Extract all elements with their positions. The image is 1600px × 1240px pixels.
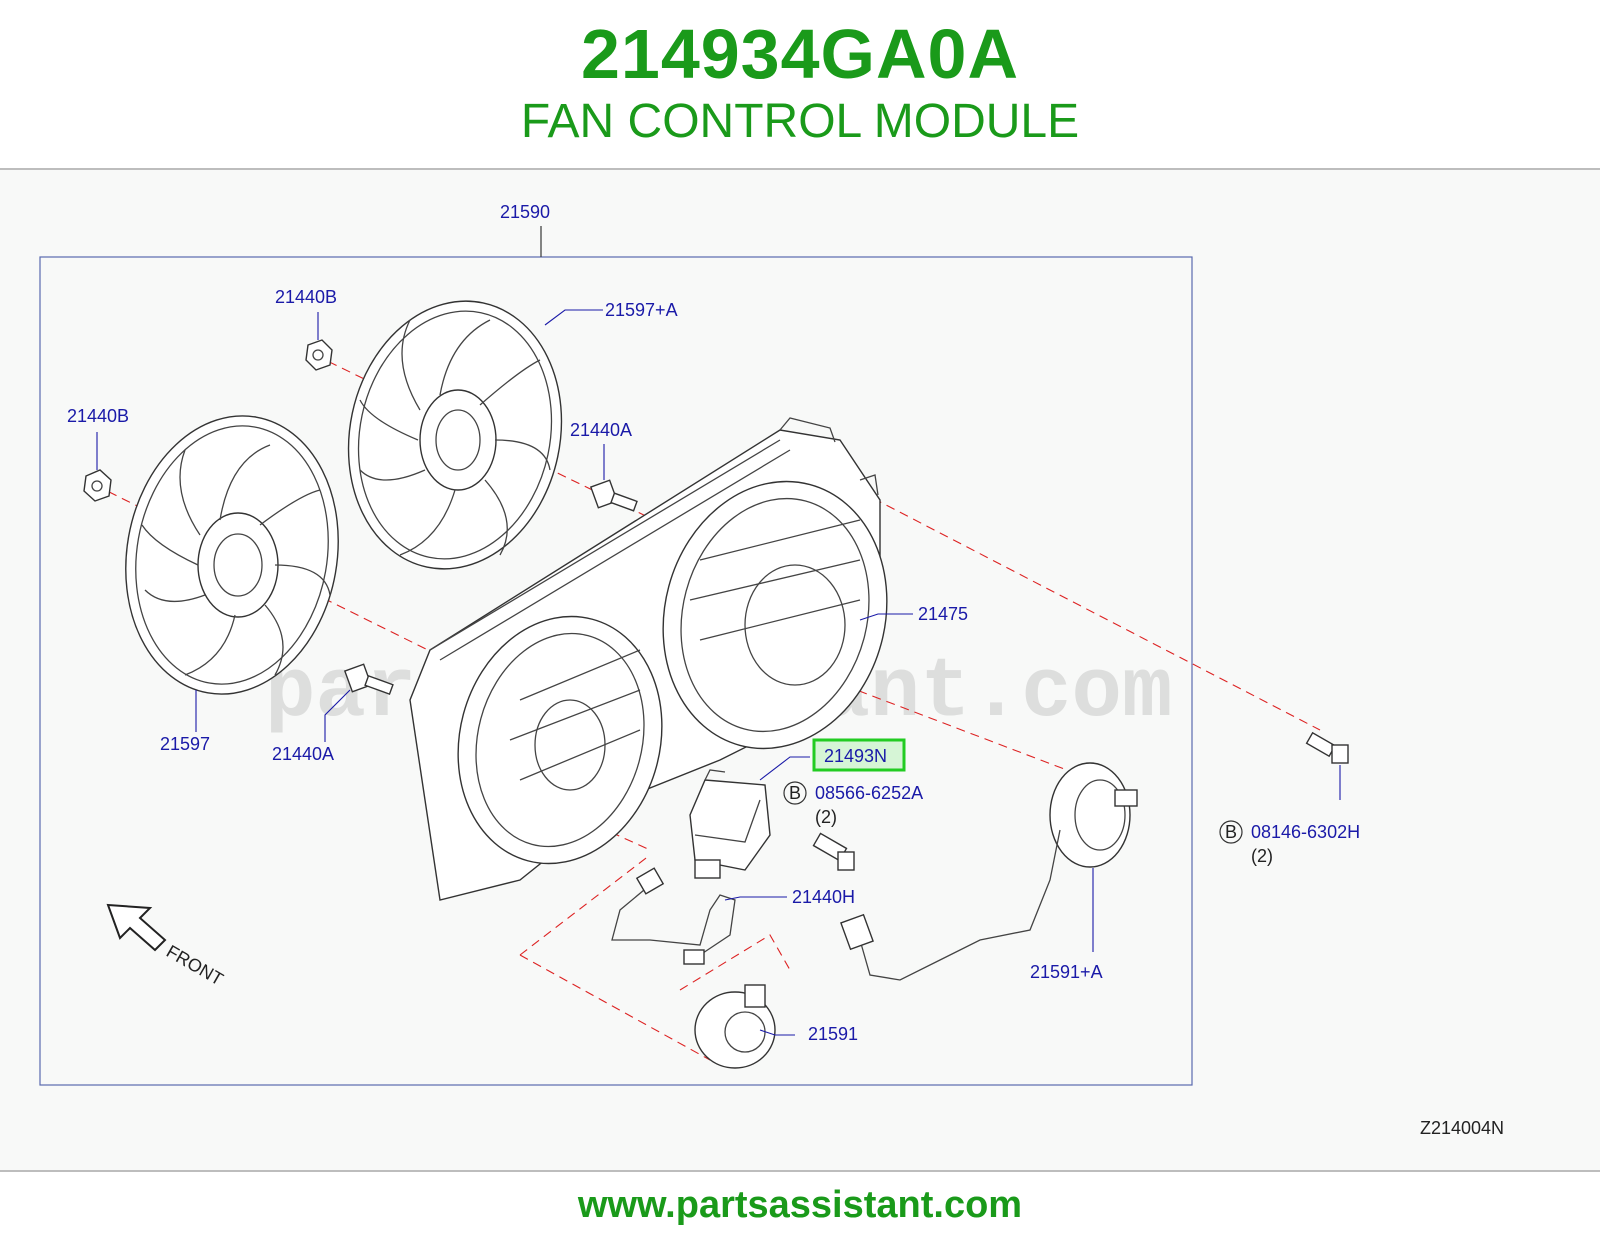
callout-leaders <box>96 309 1341 1036</box>
assembly-frame <box>39 256 1193 1086</box>
part-number-title: 214934GA0A <box>580 15 1020 93</box>
label-bolt-08566: 08566-6252A <box>815 783 923 803</box>
label-harness-21440H: 21440H <box>792 887 855 907</box>
nut-21440B-left <box>83 469 112 502</box>
marker-letter-08146: B <box>1225 822 1237 842</box>
motor-21591 <box>694 984 776 1069</box>
label-motor-21591: 21591 <box>808 1024 858 1044</box>
label-bolt-21440A-top: 21440A <box>570 420 632 440</box>
footer-website-link[interactable]: www.partsassistant.com <box>577 1184 1023 1226</box>
header-divider <box>0 168 1600 170</box>
motor-21591A <box>840 762 1138 981</box>
label-module-21493N[interactable]: 21493N <box>824 746 887 766</box>
bolt-08146 <box>1305 731 1349 764</box>
label-bolt-21440A-bottom: 21440A <box>272 744 334 764</box>
marker-circle-08566 <box>783 781 807 805</box>
label-fan-21597A: 21597+A <box>605 300 678 320</box>
label-nut-21440B-top: 21440B <box>275 287 337 307</box>
label-bolt-08146: 08146-6302H <box>1251 822 1360 842</box>
label-fan-21597: 21597 <box>160 734 210 754</box>
bolt-08566 <box>812 832 855 871</box>
page-header: 214934GA0A FAN CONTROL MODULE <box>0 0 1600 168</box>
label-assembly: 21590 <box>500 202 550 222</box>
nut-21440B-top <box>305 339 333 371</box>
highlight-box-21493N <box>812 738 906 772</box>
parts-diagram: partsassistant.com <box>39 202 1504 1138</box>
marker-circle-08146 <box>1219 820 1243 844</box>
harness-21440H <box>611 867 736 965</box>
front-arrow-icon <box>106 903 167 952</box>
fan-control-module <box>689 769 771 879</box>
label-shroud-21475: 21475 <box>918 604 968 624</box>
footer-divider <box>0 1170 1600 1172</box>
fan-blade-lower <box>125 415 339 695</box>
diagram-area: partsassistant.com <box>0 170 1600 1170</box>
part-name-subtitle: FAN CONTROL MODULE <box>520 95 1080 148</box>
marker-letter-08566: B <box>789 783 801 803</box>
front-label: FRONT <box>163 941 227 989</box>
label-nut-21440B-left: 21440B <box>67 406 129 426</box>
fan-shroud-assembly <box>409 417 888 901</box>
fan-blade-upper <box>347 300 563 570</box>
qty-bolt-08146: (2) <box>1251 846 1273 866</box>
qty-bolt-08566: (2) <box>815 807 837 827</box>
bolt-21440A-bottom <box>343 663 394 696</box>
diagram-code: Z214004N <box>1420 1118 1504 1138</box>
label-motor-21591A: 21591+A <box>1030 962 1103 982</box>
bolt-21440A-top <box>589 479 638 512</box>
